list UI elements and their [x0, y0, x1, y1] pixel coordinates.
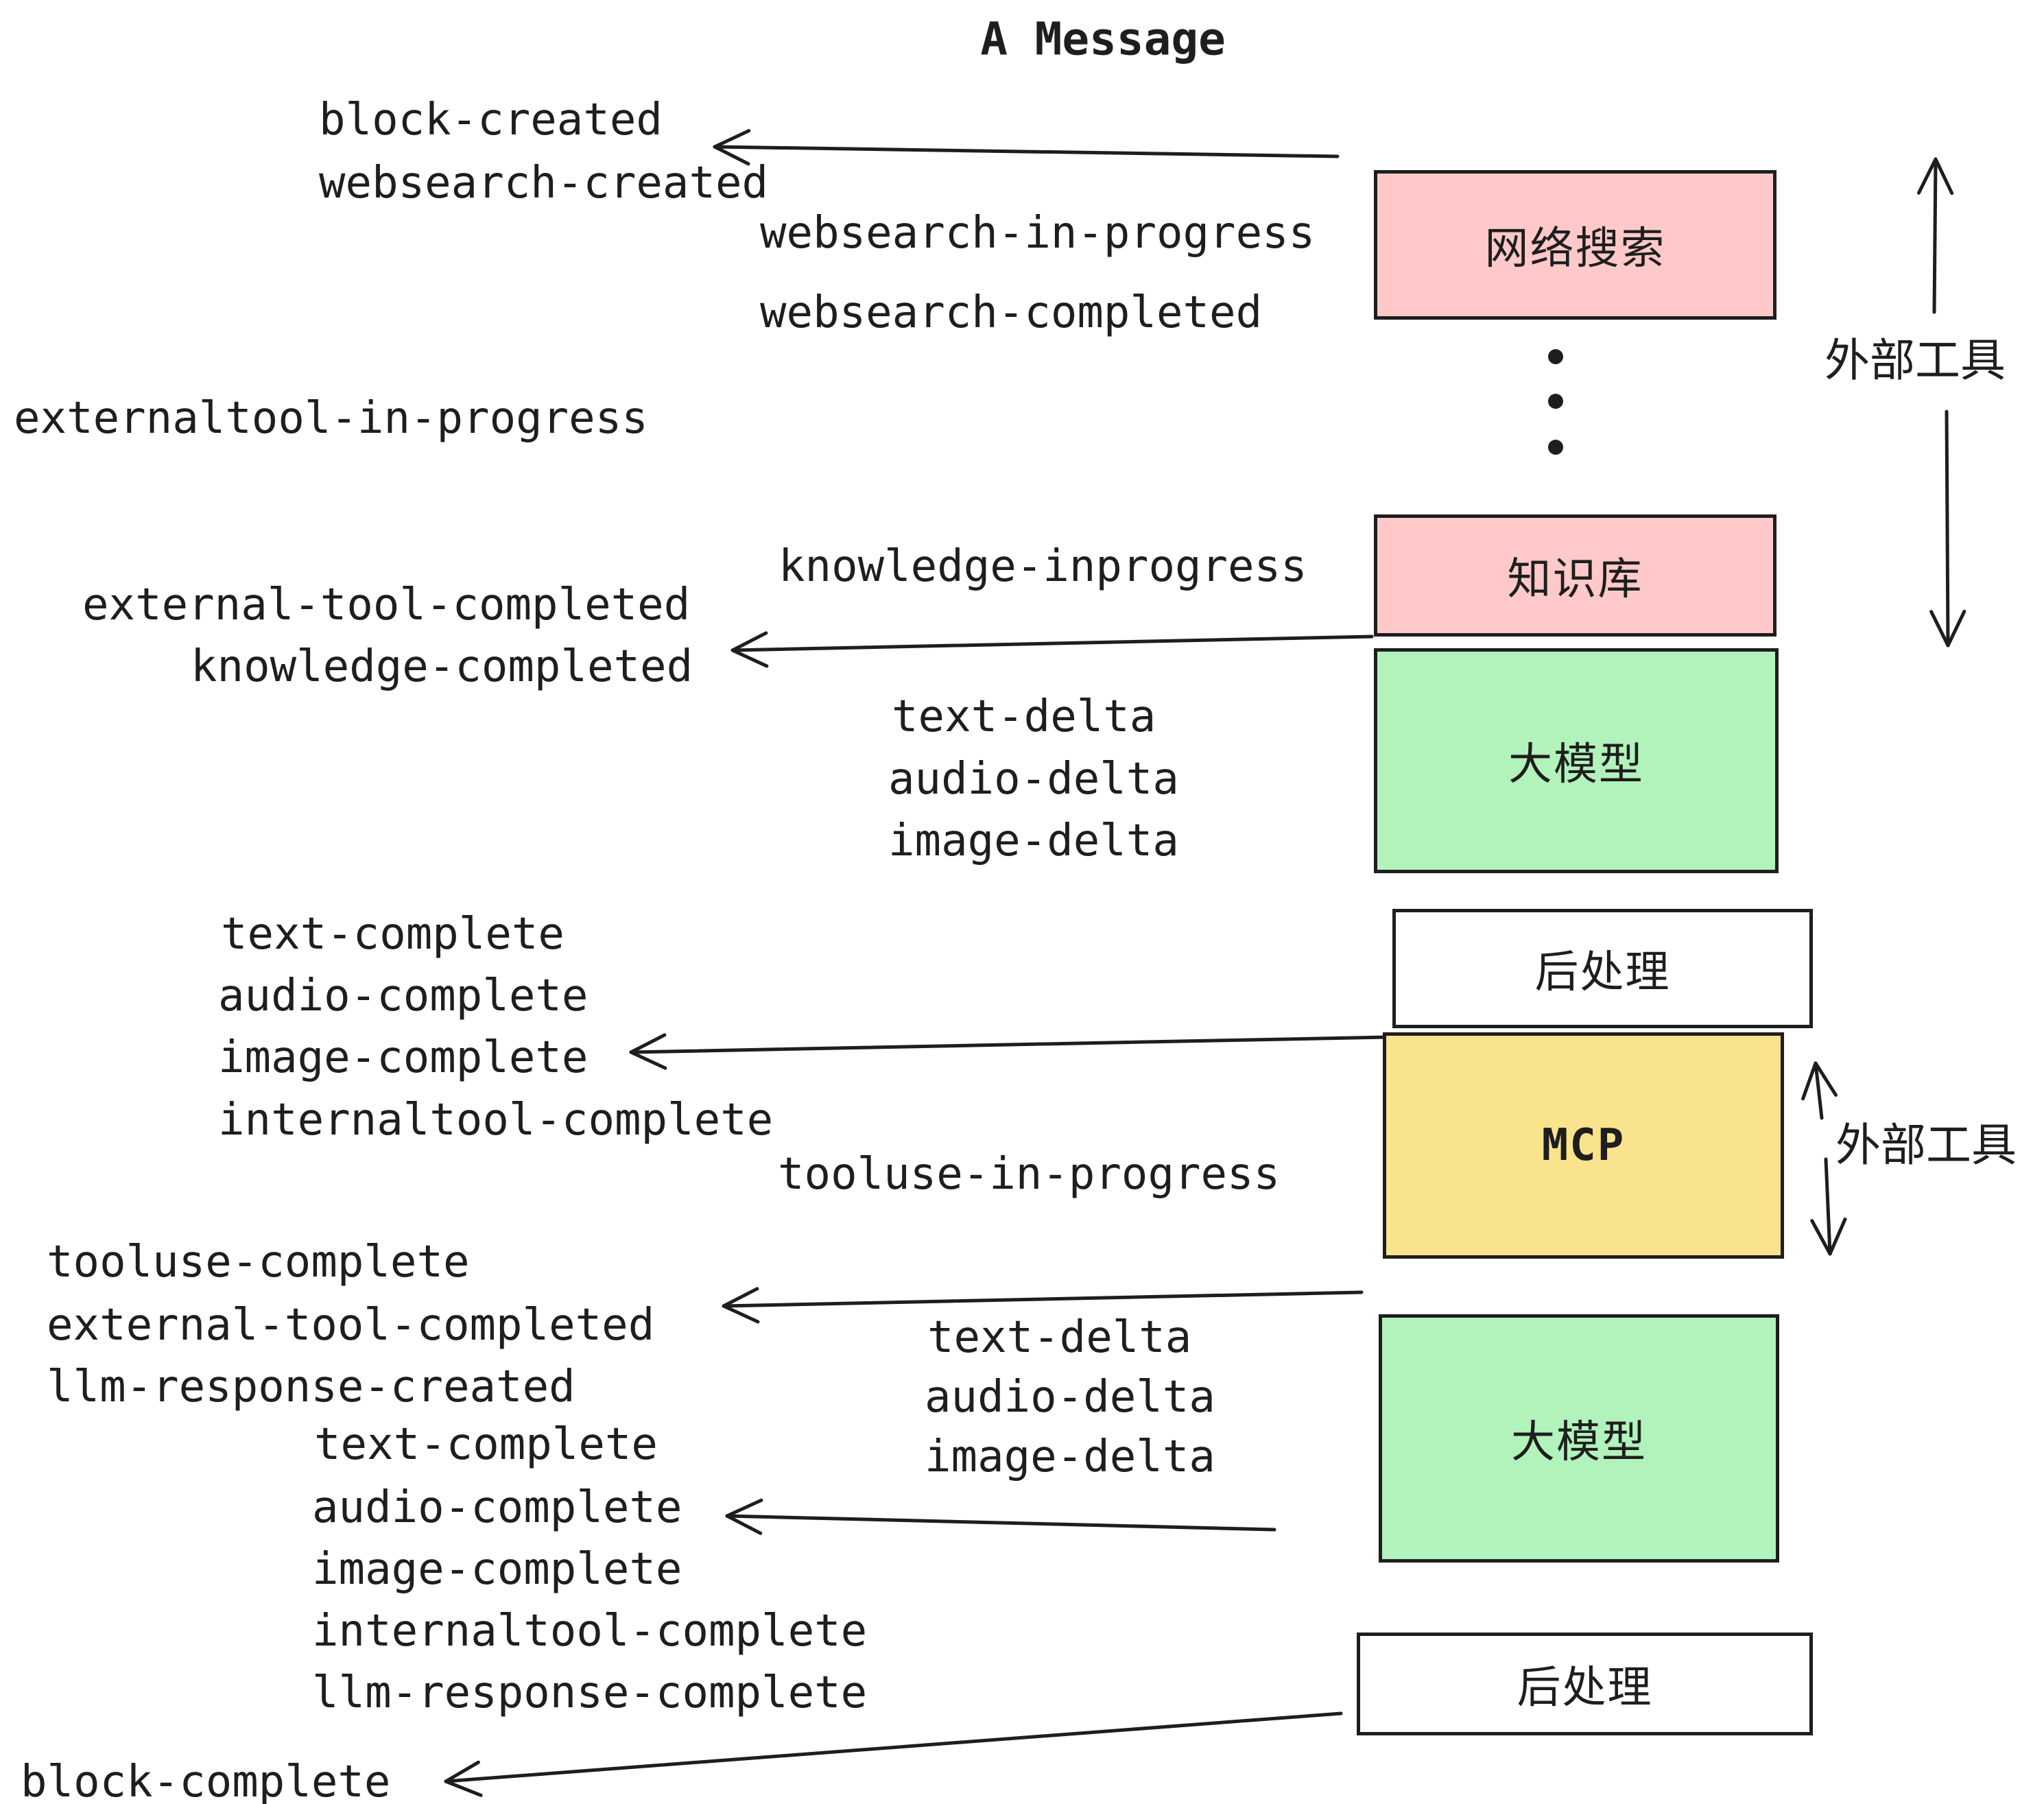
- label-image-complete-2: image-complete: [312, 1544, 682, 1595]
- box-llm-2: 大模型: [1379, 1314, 1779, 1563]
- label-tooluse-complete: tooluse-complete: [47, 1237, 470, 1287]
- box-label: 后处理: [1517, 1663, 1653, 1712]
- label-internaltool-complete-1: internaltool-complete: [218, 1095, 774, 1146]
- title: A Message: [980, 12, 1226, 66]
- arrow-to-tooluse-complete-head-0: [722, 1287, 759, 1308]
- label-block-created: block-created: [319, 95, 663, 145]
- label-websearch-in-progress: websearch-in-progress: [760, 208, 1316, 259]
- ellipsis-dot: [1548, 394, 1563, 409]
- arrow-external-tools-2-down-head-1: [1828, 1218, 1847, 1256]
- box-postprocess-1: 后处理: [1392, 909, 1813, 1028]
- box-llm-1: 大模型: [1374, 648, 1779, 873]
- ellipsis-dot: [1548, 440, 1563, 455]
- box-mcp: MCP: [1383, 1032, 1784, 1259]
- box-label: MCP: [1541, 1120, 1626, 1171]
- label-external-tools-1: 外部工具: [1825, 335, 2006, 385]
- label-websearch-created: websearch-created: [319, 158, 769, 209]
- box-websearch: 网络搜索: [1374, 170, 1776, 320]
- arrow-external-tools-2-down-head-0: [1810, 1219, 1832, 1256]
- box-postprocess-2: 后处理: [1357, 1633, 1813, 1735]
- arrow-to-image-complete: [629, 1035, 1389, 1054]
- arrow-to-audio-complete-head-1: [725, 1514, 763, 1535]
- label-block-complete: block-complete: [21, 1757, 391, 1804]
- arrow-external-tools-1-down-head-1: [1946, 609, 1966, 648]
- arrow-to-audio-complete: [725, 1514, 1276, 1532]
- label-audio-delta-1: audio-delta: [888, 754, 1179, 805]
- label-audio-complete-1: audio-complete: [218, 971, 589, 1021]
- label-llm-response-complete: llm-response-complete: [312, 1667, 868, 1718]
- arrow-to-tooluse-complete-head-1: [722, 1304, 760, 1324]
- arrow-external-tools-1-up-head-1: [1916, 157, 1938, 195]
- arrow-to-image-complete-head-1: [629, 1050, 667, 1070]
- label-image-complete-1: image-complete: [218, 1032, 589, 1083]
- box-label: 后处理: [1534, 947, 1671, 997]
- box-label: 网络搜索: [1484, 224, 1666, 273]
- arrow-to-block-complete: [444, 1711, 1343, 1783]
- label-llm-response-created: llm-response-created: [47, 1362, 575, 1412]
- arrow-external-tools-1-down-head-0: [1929, 610, 1950, 648]
- label-external-tool-completed-1: external-tool-completed: [82, 580, 691, 630]
- arrow-external-tools-1-down: [1945, 410, 1950, 648]
- arrow-to-knowledge-completed: [730, 634, 1374, 652]
- label-knowledge-completed: knowledge-completed: [191, 641, 693, 692]
- arrow-external-tools-1-up: [1932, 157, 1938, 314]
- label-text-delta-1: text-delta: [892, 691, 1156, 742]
- arrow-external-tools-1-up-head-0: [1934, 157, 1954, 195]
- label-knowledge-inprogress: knowledge-inprogress: [779, 541, 1307, 592]
- box-label: 大模型: [1511, 1417, 1647, 1467]
- arrow-external-tools-2-up-head-0: [1814, 1061, 1838, 1097]
- arrow-external-tools-2-down: [1824, 1157, 1832, 1256]
- label-externaltool-in-progress: externaltool-in-progress: [14, 393, 648, 444]
- label-external-tool-completed-2: external-tool-completed: [47, 1300, 655, 1351]
- box-label: 大模型: [1508, 739, 1644, 789]
- label-text-complete-1: text-complete: [221, 909, 565, 960]
- arrow-to-image-complete-head-0: [629, 1033, 667, 1054]
- arrow-to-knowledge-completed-head-1: [730, 648, 769, 668]
- arrow-to-block-created: [713, 145, 1340, 158]
- arrow-to-block-complete-head-0: [444, 1760, 480, 1783]
- label-tooluse-in-progress: tooluse-in-progress: [778, 1149, 1281, 1200]
- label-image-delta-1: image-delta: [888, 816, 1179, 866]
- arrow-external-tools-2-up: [1814, 1061, 1824, 1120]
- arrow-to-block-complete-head-1: [444, 1779, 483, 1797]
- label-image-delta-2: image-delta: [925, 1432, 1215, 1482]
- label-text-delta-2: text-delta: [927, 1312, 1192, 1363]
- arrow-to-tooluse-complete: [722, 1290, 1364, 1308]
- label-websearch-completed: websearch-completed: [760, 287, 1263, 338]
- label-audio-complete-2: audio-complete: [312, 1482, 682, 1533]
- arrow-external-tools-2-up-head-1: [1801, 1061, 1818, 1101]
- arrow-to-knowledge-completed-head-0: [730, 631, 768, 652]
- label-external-tools-2: 外部工具: [1835, 1119, 2017, 1170]
- label-text-complete-2: text-complete: [314, 1419, 658, 1470]
- label-internaltool-complete-2: internaltool-complete: [312, 1606, 868, 1657]
- ellipsis-dot: [1548, 349, 1563, 364]
- box-label: 知识库: [1507, 554, 1643, 604]
- arrow-to-audio-complete-head-0: [725, 1498, 763, 1518]
- box-knowledge: 知识库: [1374, 514, 1776, 637]
- arrow-to-block-created-head-0: [713, 129, 751, 149]
- label-audio-delta-2: audio-delta: [925, 1372, 1215, 1423]
